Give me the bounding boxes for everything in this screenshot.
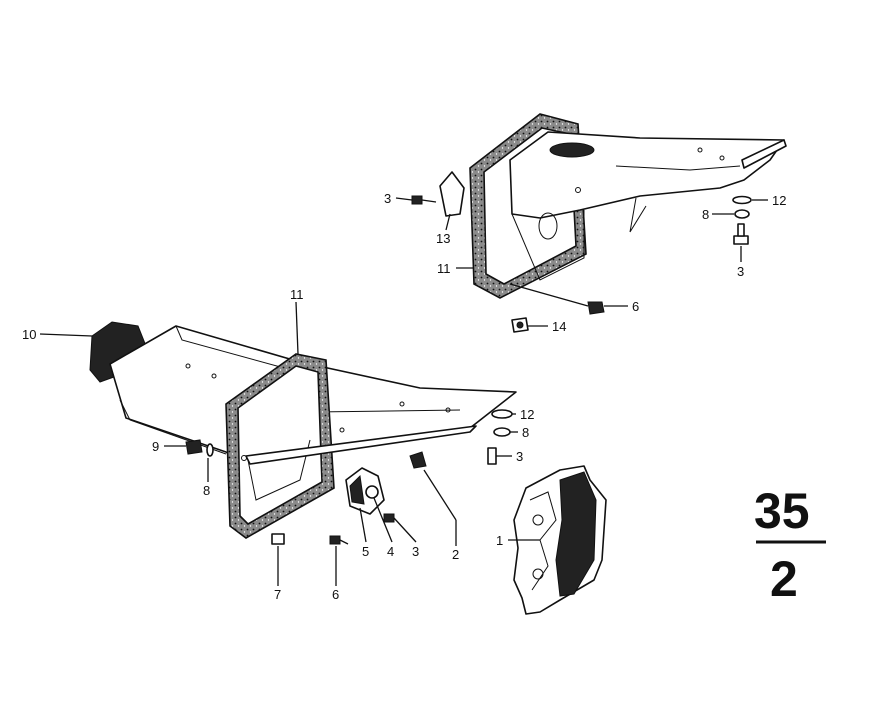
- callout-3-lower: 3: [412, 544, 419, 559]
- upper-bracket-assembly: [411, 113, 787, 333]
- figure-number: 35 2: [754, 483, 826, 607]
- rubber-pad-13: [439, 171, 465, 217]
- callout-12-upper: 12: [772, 193, 786, 208]
- callout-10: 10: [22, 327, 36, 342]
- upper-slot: [549, 142, 595, 158]
- lock-washer-8-lower: [493, 427, 511, 437]
- figure-number-top: 35: [754, 483, 810, 539]
- screw-3-lower: [383, 513, 395, 523]
- callout-8-lower-right: 8: [522, 425, 529, 440]
- clip-14: [511, 317, 529, 333]
- callout-2: 2: [452, 547, 459, 562]
- screw-6-lower: [329, 535, 349, 545]
- callout-13: 13: [436, 231, 450, 246]
- callouts: 3 13 11 12 8 3 6 14 10 11 9 8 12 8 3 2 3…: [22, 191, 786, 602]
- figure-number-bottom: 2: [770, 551, 798, 607]
- callout-6-upper: 6: [632, 299, 639, 314]
- washer-12-lower: [491, 409, 513, 419]
- callout-1: 1: [496, 533, 503, 548]
- callout-3-upper-left: 3: [384, 191, 391, 206]
- nut-9: [185, 439, 203, 455]
- callout-4: 4: [387, 544, 394, 559]
- bolt-3-upper: [733, 223, 749, 245]
- callout-8-upper: 8: [702, 207, 709, 222]
- callout-12-lower: 12: [520, 407, 534, 422]
- cap-2: [409, 451, 427, 469]
- callout-11-upper: 11: [437, 261, 451, 276]
- lower-gasket-opening: [237, 365, 323, 525]
- plate-part-1: [513, 465, 607, 615]
- callout-3-upper-right: 3: [737, 264, 744, 279]
- nut-6-upper: [587, 301, 605, 315]
- callout-11-lower: 11: [290, 287, 304, 302]
- callout-5: 5: [362, 544, 369, 559]
- lock-washer-8-upper: [734, 209, 750, 219]
- bolt-3-lower-right: [487, 447, 512, 465]
- callout-8-lower-left: 8: [203, 483, 210, 498]
- callout-14: 14: [552, 319, 566, 334]
- washer-8-lower-left: [206, 443, 214, 457]
- callout-9: 9: [152, 439, 159, 454]
- callout-7: 7: [274, 587, 281, 602]
- rivet-7: [271, 533, 285, 545]
- washer-12-upper: [732, 195, 752, 205]
- lower-bracket-assembly: [89, 321, 517, 545]
- bumper-5: [345, 467, 385, 515]
- callout-6-lower: 6: [332, 587, 339, 602]
- callout-3-lower-right: 3: [516, 449, 523, 464]
- screw-icon: [411, 195, 437, 205]
- leader-lines: [39, 197, 768, 586]
- upper-bracket-body: [509, 131, 785, 219]
